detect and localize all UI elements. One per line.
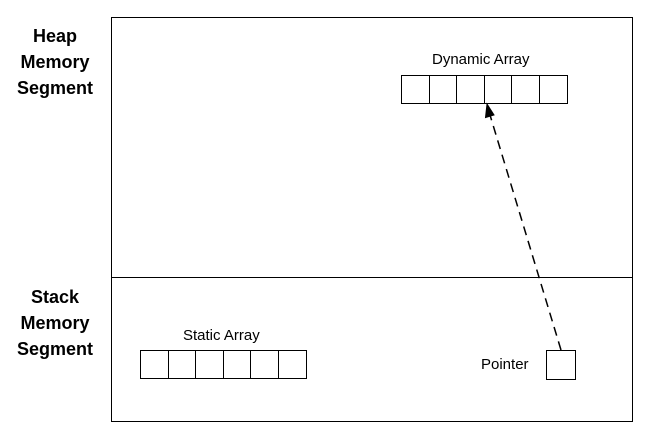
dynamic-array-label: Dynamic Array: [432, 51, 530, 68]
stack-label-line-1: Stack: [30, 287, 80, 307]
stack-label-line-2: Memory: [20, 313, 90, 333]
static-array-cell: [277, 350, 307, 379]
static-array-cell: [167, 350, 197, 379]
pointer-box: [546, 350, 576, 380]
heap-label-line-2: Memory: [20, 52, 90, 72]
heap-segment-label: Heap Memory Segment: [0, 23, 110, 101]
heap-label-line-1: Heap: [32, 26, 77, 46]
static-array-cell: [195, 350, 224, 379]
dynamic-array-cell: [456, 75, 485, 104]
pointer-label: Pointer: [481, 356, 529, 373]
dynamic-array: [401, 75, 568, 104]
segment-divider: [111, 277, 633, 278]
dynamic-array-cell: [401, 75, 430, 104]
dynamic-array-cell: [428, 75, 458, 104]
static-array-cell: [250, 350, 279, 379]
stack-segment-label: Stack Memory Segment: [0, 284, 110, 362]
static-array-label: Static Array: [183, 327, 260, 344]
static-array: [140, 350, 307, 379]
dynamic-array-cell: [483, 75, 513, 104]
static-array-cell: [222, 350, 252, 379]
heap-label-line-3: Segment: [16, 78, 94, 98]
memory-box: [111, 17, 633, 422]
dynamic-array-cell: [538, 75, 568, 104]
stack-label-line-3: Segment: [16, 339, 94, 359]
dynamic-array-cell: [511, 75, 540, 104]
static-array-cell: [140, 350, 169, 379]
